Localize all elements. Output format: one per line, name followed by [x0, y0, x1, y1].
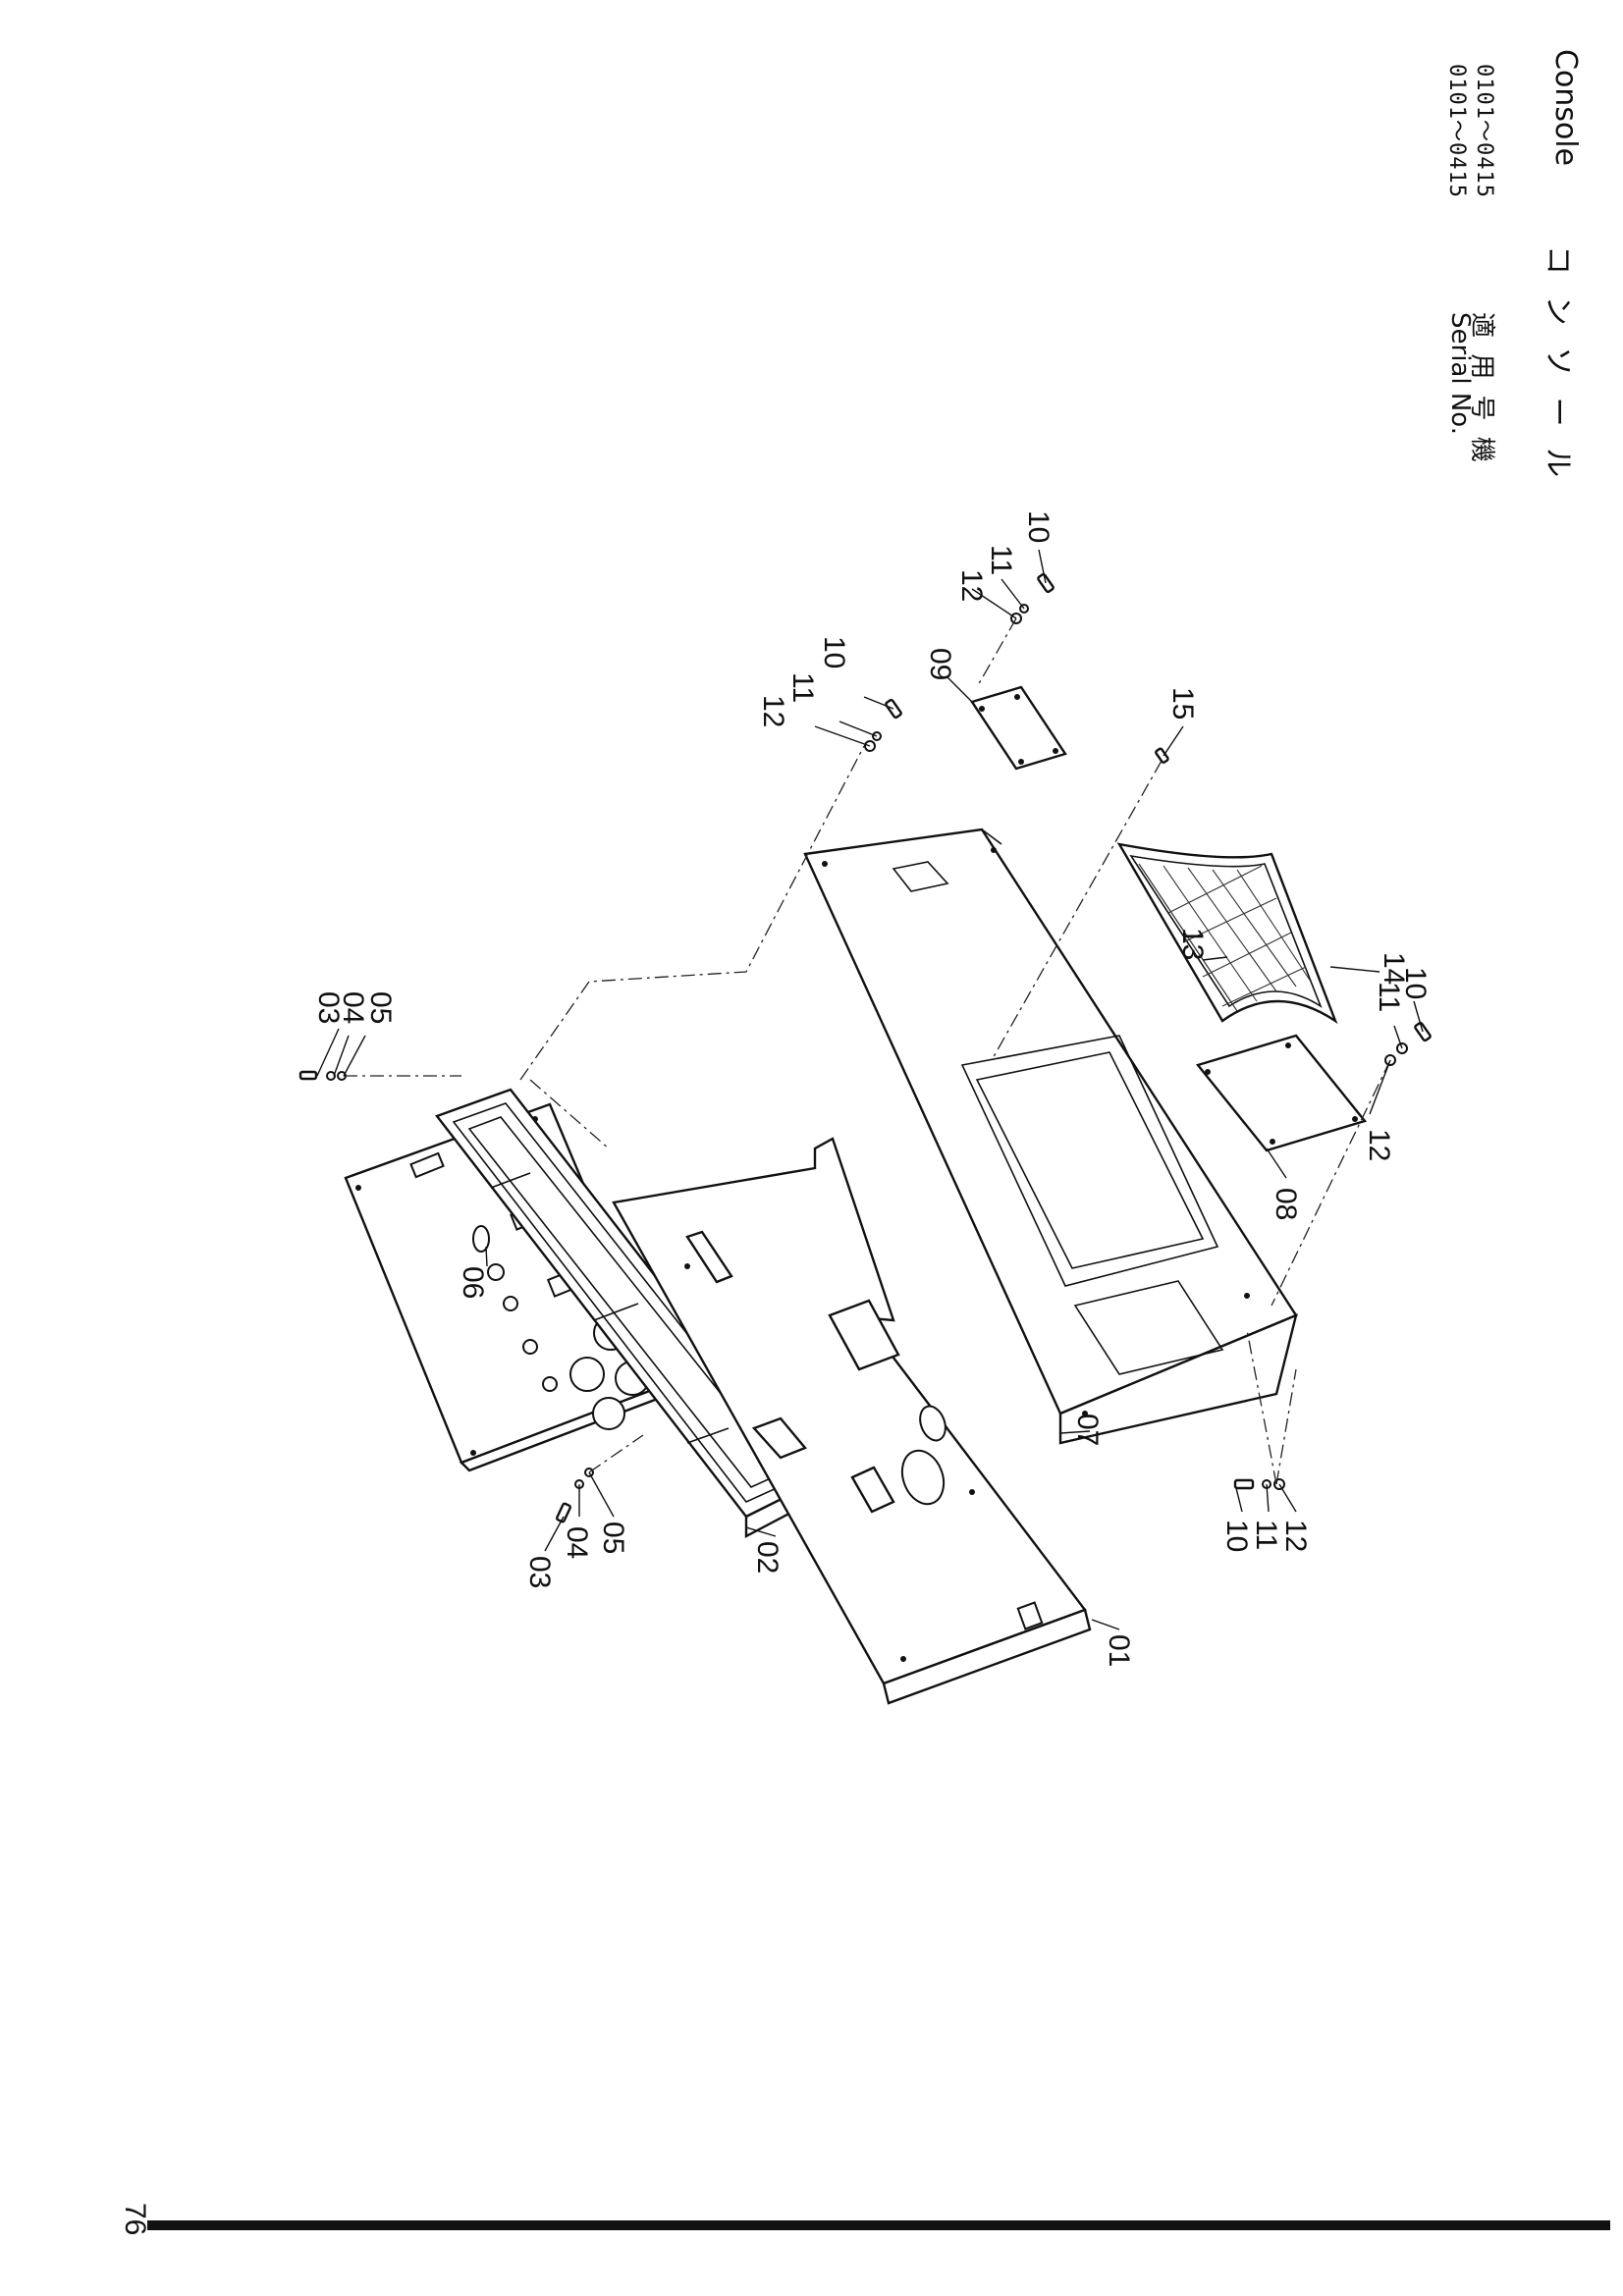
bolt-set-07-upper — [864, 698, 902, 752]
label-09: 09 — [924, 648, 956, 680]
bolt-set-left — [556, 1468, 594, 1523]
part-08-cover-plate — [1195, 1034, 1368, 1152]
label-11-right: 11 — [1373, 982, 1405, 1012]
label-15: 15 — [1166, 687, 1199, 720]
bolt-set-09-upper — [1010, 572, 1055, 624]
label-11-upper: 11 — [985, 545, 1017, 575]
part-01-console-body — [612, 1137, 1092, 1705]
footer-rule — [147, 2220, 1610, 2230]
label-10-mid: 10 — [818, 636, 850, 668]
part-09-cover-plate — [970, 685, 1067, 771]
label-04-top: 04 — [337, 991, 369, 1024]
label-08: 08 — [1270, 1188, 1302, 1220]
label-12-lower: 12 — [1279, 1520, 1312, 1552]
leader-lines — [316, 549, 1424, 1630]
label-07: 07 — [1071, 1414, 1104, 1446]
label-12-upper: 12 — [955, 569, 988, 602]
label-12-right: 12 — [1363, 1129, 1395, 1161]
part-labels: 03 04 05 06 02 01 07 08 09 13 14 15 10 1… — [312, 510, 1432, 1667]
label-06: 06 — [457, 1266, 489, 1299]
label-11-mid: 11 — [786, 672, 819, 703]
label-03-top: 03 — [312, 991, 345, 1024]
label-13: 13 — [1176, 928, 1209, 960]
label-10-right: 10 — [1399, 967, 1432, 999]
label-02: 02 — [751, 1541, 784, 1574]
label-10-lower: 10 — [1220, 1520, 1253, 1552]
part-13-14-grille — [1116, 842, 1338, 1025]
label-14: 14 — [1378, 952, 1410, 985]
label-05-left: 05 — [597, 1522, 629, 1554]
part-07-lower-housing — [803, 828, 1298, 1445]
page-number: 76 — [119, 2203, 151, 2235]
bolt-set-08 — [1384, 1021, 1432, 1066]
label-01: 01 — [1103, 1634, 1135, 1667]
bolt-set-top — [298, 1070, 347, 1081]
assembly-lines — [344, 617, 1391, 1485]
label-12-mid: 12 — [757, 695, 789, 727]
label-04-left: 04 — [561, 1526, 593, 1559]
label-10-upper: 10 — [1022, 510, 1055, 543]
label-11-lower: 11 — [1250, 1520, 1282, 1550]
label-05-top: 05 — [364, 991, 397, 1024]
label-03-left: 03 — [523, 1556, 556, 1588]
